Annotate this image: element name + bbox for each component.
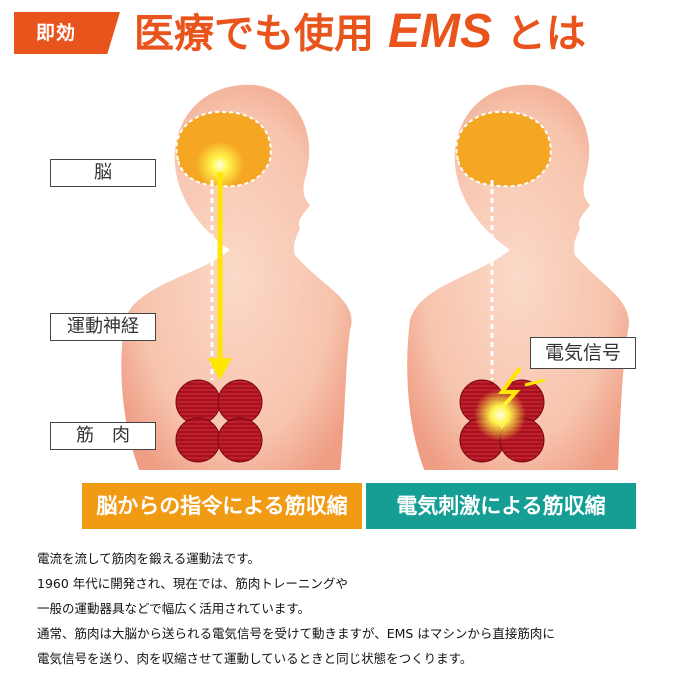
page-title: 医療でも使用 EMS とは xyxy=(134,4,586,60)
title-suffix: とは xyxy=(505,11,586,57)
description-line: 電気信号を送り、肉を収縮させて運動しているときと同じ状態をつくります。 xyxy=(37,651,473,666)
description-line: 1960 年代に開発され、現在では、筋肉トレーニングや xyxy=(37,576,348,591)
title-prefix: 医療でも使用 xyxy=(134,11,374,57)
ems-illustration xyxy=(121,84,629,470)
label-brain: 脳 xyxy=(50,159,156,187)
description-line: 電流を流して筋肉を鍛える運動法です。 xyxy=(37,551,261,566)
right-body-figure xyxy=(407,84,629,470)
left-body-figure xyxy=(121,84,352,470)
description-line: 一般の運動器具などで幅広く活用されています。 xyxy=(37,601,311,616)
label-muscle: 筋 肉 xyxy=(50,422,156,450)
title-ems: EMS xyxy=(387,5,492,58)
caption-electric-contraction: 電気刺激による筋収縮 xyxy=(366,483,636,529)
description-text: 電流を流して筋肉を鍛える運動法です。 1960 年代に開発され、現在では、筋肉ト… xyxy=(37,546,667,671)
description-line: 通常、筋肉は大脳から送られる電気信号を受けて動きますが、EMS はマシンから直接… xyxy=(37,626,555,641)
instant-effect-badge: 即効 xyxy=(14,12,120,54)
label-motor-nerve: 運動神経 xyxy=(50,313,156,341)
caption-brain-contraction: 脳からの指令による筋収縮 xyxy=(82,483,362,529)
left-muscle-group xyxy=(175,379,263,463)
label-electric-signal: 電気信号 xyxy=(530,337,636,369)
